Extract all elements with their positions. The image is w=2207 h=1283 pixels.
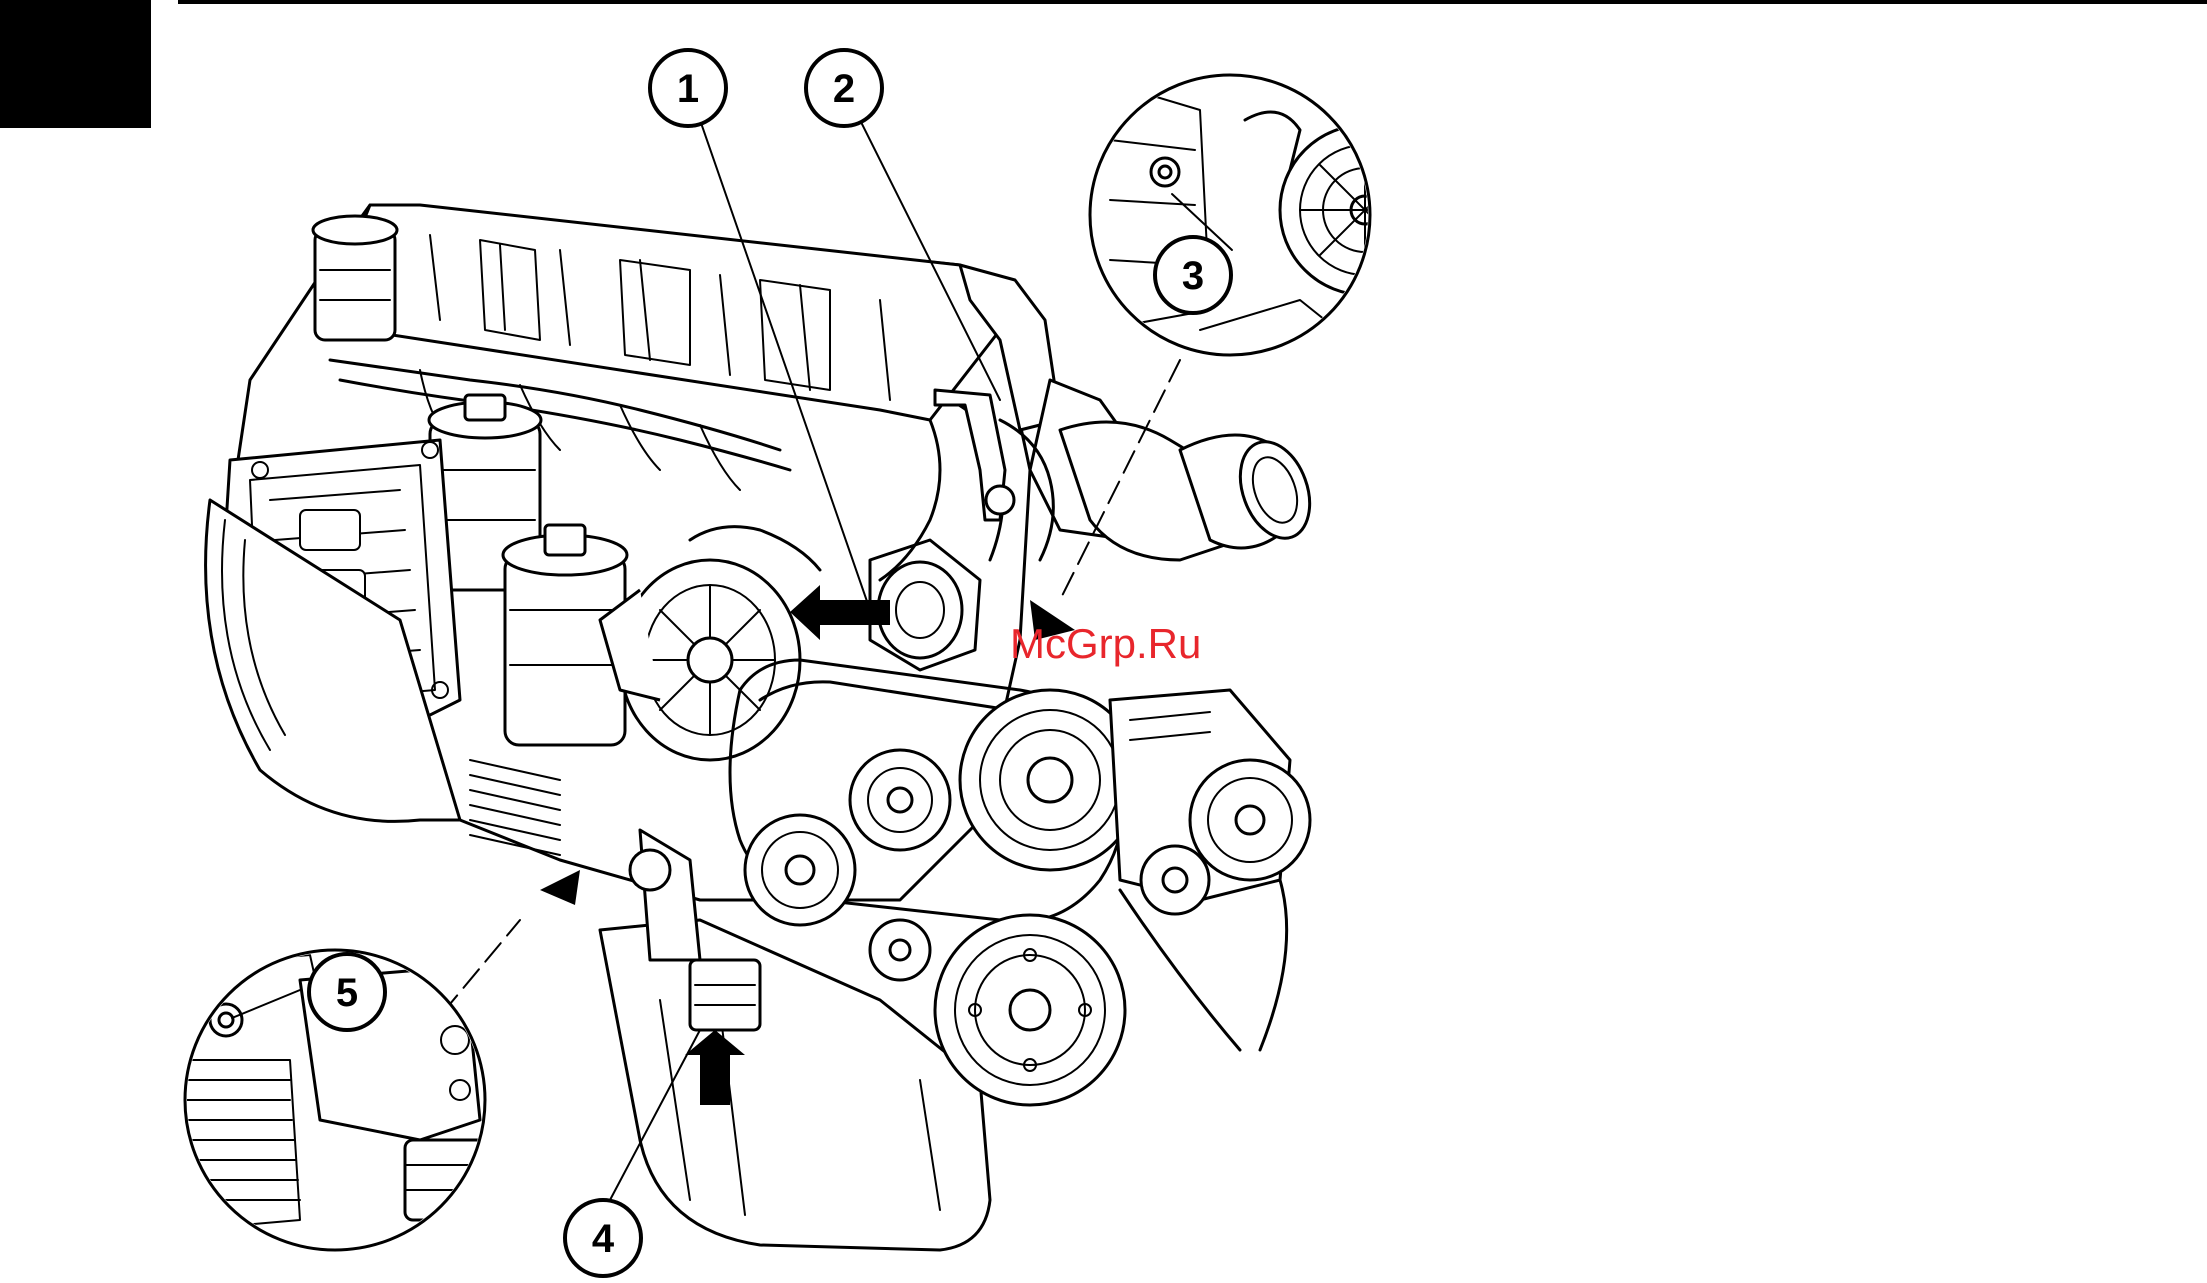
callout-2: 2	[806, 50, 882, 126]
top-rule	[178, 0, 2207, 4]
callout-label-1: 1	[677, 67, 699, 111]
callout-label-4: 4	[592, 1217, 615, 1261]
arrow-left-down-icon	[540, 870, 580, 905]
callout-label-5: 5	[336, 971, 358, 1015]
watermark: McGrp.Ru	[1010, 620, 1201, 667]
callout-5: 5	[309, 954, 385, 1030]
callout-3: 3	[1155, 237, 1231, 313]
callout-4: 4	[565, 1200, 641, 1276]
callout-label-2: 2	[833, 67, 855, 111]
callout-1: 1	[650, 50, 726, 126]
corner-tab	[0, 0, 151, 128]
callout-label-3: 3	[1182, 254, 1204, 298]
